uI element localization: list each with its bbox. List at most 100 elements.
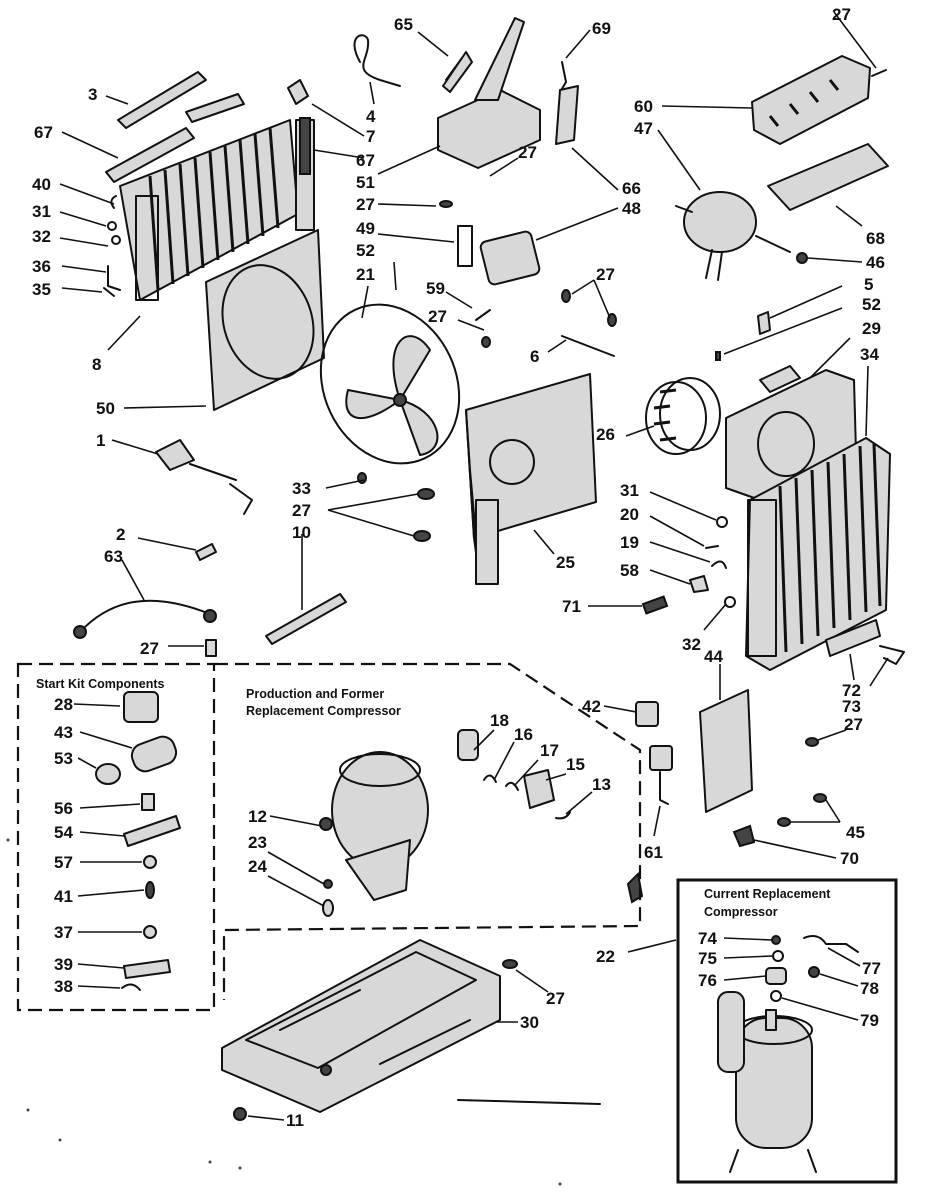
small-screws-right	[732, 737, 827, 848]
start-kit-parts	[95, 691, 181, 991]
callout-74: 74	[698, 929, 717, 948]
part-60-grille	[751, 55, 887, 145]
callout-73: 73	[842, 697, 861, 716]
callout-40: 40	[32, 175, 51, 194]
part-7-clip	[287, 79, 309, 105]
stray-line	[457, 1099, 601, 1105]
callout-27-h: 27	[844, 715, 863, 734]
callout-52-a: 52	[356, 241, 375, 260]
callout-52-b: 52	[862, 295, 881, 314]
callout-25: 25	[556, 553, 575, 572]
callout-79: 79	[860, 1011, 879, 1030]
production-title-line1: Production and Former	[246, 687, 384, 701]
current-title-line2: Compressor	[704, 905, 778, 919]
part-30-base-pan	[221, 939, 518, 1121]
callout-7: 7	[366, 127, 375, 146]
part-48-capacitor-bracket	[439, 200, 541, 348]
part-12-compressor	[319, 751, 429, 917]
callout-60: 60	[634, 97, 653, 116]
callout-19: 19	[620, 533, 639, 552]
scan-speckles	[6, 838, 562, 1186]
leader-lines	[59, 11, 889, 1121]
callout-68: 68	[866, 229, 885, 248]
part-8-condenser-coil	[119, 119, 315, 301]
callout-32-right: 32	[682, 635, 701, 654]
part-34-evaporator-coil	[745, 437, 891, 671]
part-27-screws	[205, 472, 435, 657]
part-72-tube	[825, 619, 905, 665]
part-67-strip-left	[105, 93, 245, 183]
callout-41: 41	[54, 887, 73, 906]
callout-66: 66	[622, 179, 641, 198]
callout-24: 24	[248, 857, 267, 876]
callout-35: 35	[32, 280, 51, 299]
callout-3: 3	[88, 85, 97, 104]
part-spring-misc	[626, 871, 644, 904]
callout-27-c: 27	[428, 307, 447, 326]
callout-4: 4	[366, 107, 376, 126]
callout-67-left: 67	[34, 123, 53, 142]
callout-39: 39	[54, 955, 73, 974]
callout-57: 57	[54, 853, 73, 872]
callout-67-right: 67	[356, 151, 375, 170]
part-42-relay	[635, 701, 659, 727]
callout-58: 58	[620, 561, 639, 580]
callout-28: 28	[54, 695, 73, 714]
callout-65: 65	[394, 15, 413, 34]
callout-30: 30	[520, 1013, 539, 1032]
small-parts-right	[689, 516, 736, 608]
part-51-bracket	[437, 17, 541, 169]
part-44-panel	[699, 689, 753, 813]
callout-42: 42	[582, 697, 601, 716]
part-47-fan-motor	[675, 191, 808, 281]
callout-18: 18	[490, 711, 509, 730]
callout-21: 21	[356, 265, 375, 284]
callout-38: 38	[54, 977, 73, 996]
callout-27-e: 27	[832, 5, 851, 24]
callout-23: 23	[248, 833, 267, 852]
callout-2: 2	[116, 525, 125, 544]
part-current-replacement-compressor	[717, 935, 859, 1173]
callout-75: 75	[698, 949, 717, 968]
callout-10: 10	[292, 523, 311, 542]
current-title-line1: Current Replacement	[704, 887, 831, 901]
callout-48: 48	[622, 199, 641, 218]
callout-26: 26	[596, 425, 615, 444]
callout-16: 16	[514, 725, 533, 744]
callout-27-b: 27	[518, 143, 537, 162]
part-66-clip	[555, 61, 579, 145]
production-title-line2: Replacement Compressor	[246, 704, 401, 718]
callout-27-g: 27	[140, 639, 159, 658]
part-3-strip	[117, 71, 207, 129]
callout-27-f: 27	[292, 501, 311, 520]
callout-63: 63	[104, 547, 123, 566]
callout-31-left: 31	[32, 202, 51, 221]
callout-44: 44	[704, 647, 723, 666]
callout-53: 53	[54, 749, 73, 768]
callouts: 3 67 40 31 32 36 35 8 4 7 67 51 27 49 52…	[32, 5, 885, 1130]
callout-70: 70	[840, 849, 859, 868]
callout-1: 1	[96, 431, 105, 450]
callout-72: 72	[842, 681, 861, 700]
callout-59: 59	[426, 279, 445, 298]
part-6-bracket	[561, 289, 617, 357]
callout-78: 78	[860, 979, 879, 998]
callout-51: 51	[356, 173, 375, 192]
part-68-deflector	[767, 143, 889, 211]
callout-36: 36	[32, 257, 51, 276]
callout-76: 76	[698, 971, 717, 990]
callout-29: 29	[862, 319, 881, 338]
callout-46: 46	[866, 253, 885, 272]
callout-20: 20	[620, 505, 639, 524]
callout-37: 37	[54, 923, 73, 942]
callout-8: 8	[92, 355, 101, 374]
callout-54: 54	[54, 823, 73, 842]
callout-6: 6	[530, 347, 539, 366]
parts-artwork	[6, 17, 905, 1186]
part-71-spring	[641, 595, 669, 615]
part-63-cord	[73, 599, 217, 639]
callout-13: 13	[592, 775, 611, 794]
callout-43: 43	[54, 723, 73, 742]
callout-34: 34	[860, 345, 879, 364]
part-21-fan-blade	[319, 303, 461, 465]
